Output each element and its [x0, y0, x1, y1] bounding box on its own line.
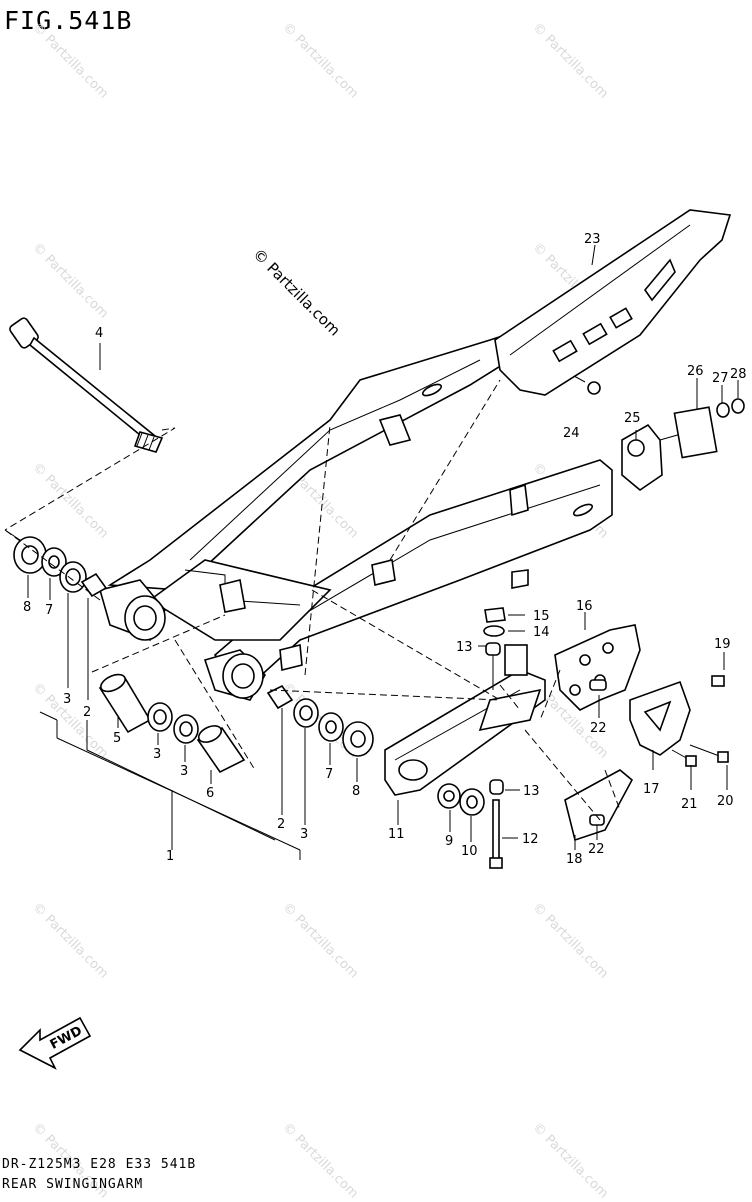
callout-21: 21: [681, 797, 698, 812]
washer-7-left[interactable]: [41, 547, 67, 577]
callout-10: 10: [461, 844, 478, 859]
plate-26[interactable]: [673, 406, 718, 459]
callout-11: 11: [388, 827, 405, 842]
callout-6: 6: [206, 786, 214, 801]
bearing-3a[interactable]: [147, 702, 173, 732]
callout-1: 1: [166, 849, 174, 864]
callout-5: 5: [113, 731, 121, 746]
callout-leaders: [27, 244, 739, 850]
callout-3: 3: [300, 827, 308, 842]
callout-14: 14: [533, 625, 550, 640]
bolt-24[interactable]: [573, 375, 601, 395]
callout-15: 15: [533, 609, 550, 624]
callout-22: 22: [588, 842, 605, 857]
nut-28[interactable]: [731, 398, 745, 414]
figure-title: FIG.541B: [4, 6, 133, 35]
pin-22-upper[interactable]: [589, 679, 607, 691]
callout-labels: 1 2 2 3 3 3 3 4 5 6 7 7 8 8 9 10 11 12 1…: [23, 232, 747, 867]
nut-15[interactable]: [484, 607, 506, 623]
swingarm[interactable]: [99, 328, 613, 701]
callout-23: 23: [584, 232, 601, 247]
callout-18: 18: [566, 852, 583, 867]
callout-2: 2: [277, 817, 285, 832]
seal-8-left[interactable]: [13, 536, 47, 574]
buffer-block-18[interactable]: [564, 769, 634, 842]
fwd-arrow-icon: FWD: [18, 1016, 92, 1070]
callout-13: 13: [523, 784, 540, 799]
assembly-lines: [4, 379, 621, 860]
bearing-3-right[interactable]: [293, 698, 319, 728]
callout-3: 3: [153, 747, 161, 762]
washer-7-right[interactable]: [318, 712, 344, 742]
callout-16: 16: [576, 599, 593, 614]
callout-26: 26: [687, 364, 704, 379]
nut-10[interactable]: [459, 788, 485, 816]
callout-7: 7: [45, 603, 53, 618]
chain-adjuster-16[interactable]: [554, 624, 641, 711]
spacer-6[interactable]: [196, 723, 246, 774]
bearing-3-left[interactable]: [59, 561, 87, 593]
callout-8: 8: [23, 600, 31, 615]
callout-27: 27: [712, 371, 729, 386]
adjuster-plate-17[interactable]: [629, 680, 691, 756]
bolt-19[interactable]: [711, 675, 725, 687]
pivot-shaft[interactable]: [8, 317, 164, 453]
bolt-21[interactable]: [671, 749, 697, 767]
bolt-12[interactable]: [489, 799, 503, 869]
callout-19: 19: [714, 637, 731, 652]
washer-27[interactable]: [716, 402, 730, 418]
bearing-3b[interactable]: [173, 714, 199, 744]
callout-24: 24: [563, 426, 580, 441]
callout-3: 3: [180, 764, 188, 779]
collar-13-upper[interactable]: [485, 642, 501, 690]
chain-buffer[interactable]: [494, 209, 732, 396]
callout-28: 28: [730, 367, 747, 382]
bolt-20[interactable]: [689, 744, 729, 763]
callout-2: 2: [83, 705, 91, 720]
callout-17: 17: [643, 782, 660, 797]
spacer-2-right[interactable]: [266, 684, 294, 710]
callout-3: 3: [63, 692, 71, 707]
callout-7: 7: [325, 767, 333, 782]
callout-8: 8: [352, 784, 360, 799]
washer-9[interactable]: [437, 783, 461, 809]
spacer-5[interactable]: [98, 671, 152, 734]
callout-25: 25: [624, 411, 641, 426]
washer-14[interactable]: [483, 625, 505, 637]
seal-8-right[interactable]: [342, 721, 374, 757]
model-line: DR-Z125M3 E28 E33 541B: [2, 1157, 197, 1172]
callout-12: 12: [522, 832, 539, 847]
collar-13-lower[interactable]: [489, 779, 504, 795]
chain-guide[interactable]: [384, 644, 546, 796]
callout-20: 20: [717, 794, 734, 809]
callout-4: 4: [95, 326, 103, 341]
figure-caption: REAR SWINGINGARM: [2, 1177, 144, 1192]
callout-9: 9: [445, 834, 453, 849]
callout-22: 22: [590, 721, 607, 736]
callout-13: 13: [456, 640, 473, 655]
